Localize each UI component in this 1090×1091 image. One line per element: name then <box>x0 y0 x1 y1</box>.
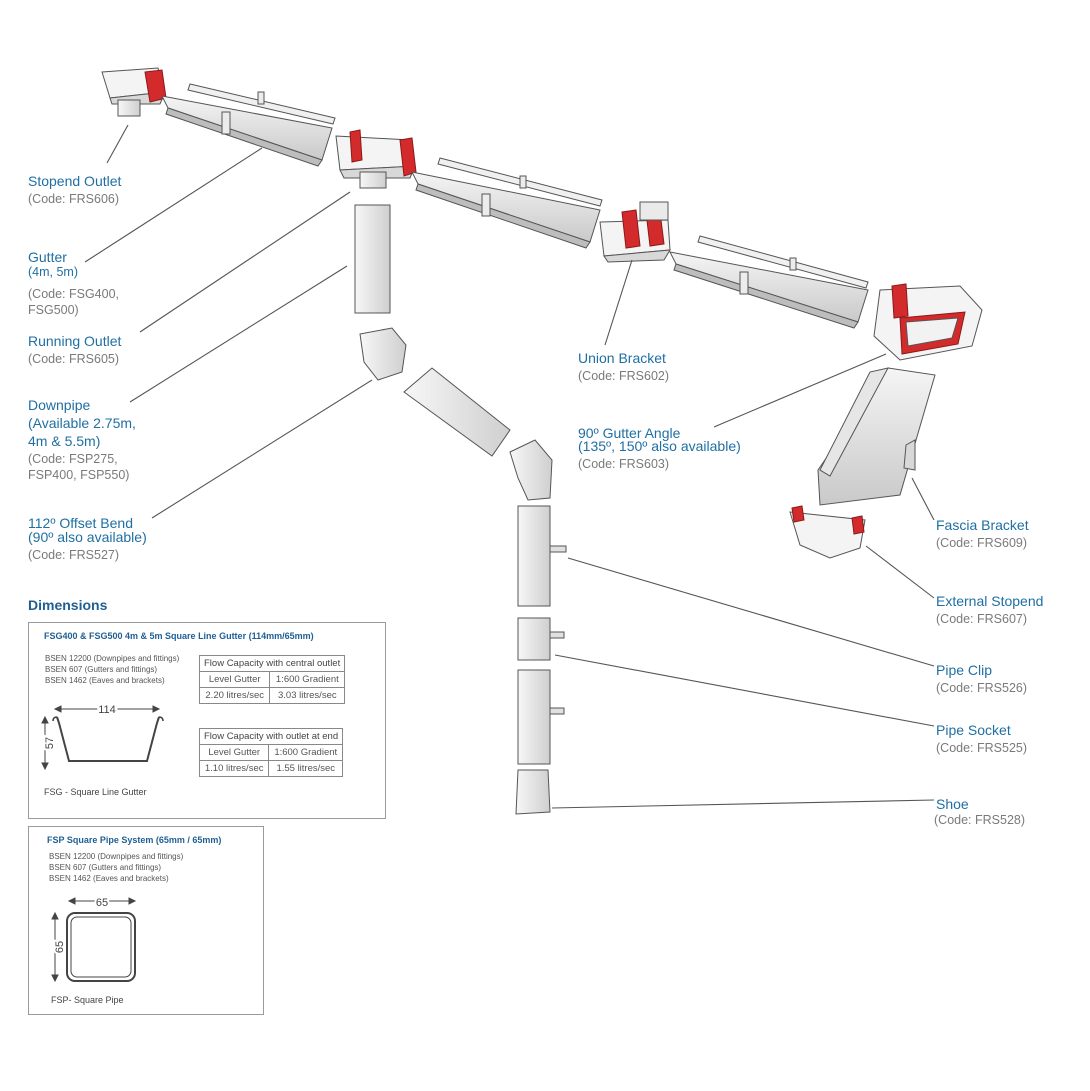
label-stopend-outlet: Stopend Outlet (Code: FRS606) <box>28 174 121 207</box>
pipe-standard-2: BSEN 607 (Gutters and fittings) <box>49 863 162 872</box>
label-external-stopend: External Stopend (Code: FRS607) <box>936 594 1043 627</box>
flow-table-central-col-1: Level Gutter <box>198 671 271 688</box>
external-stopend-part <box>789 505 866 559</box>
flow-table-central-val-1: 2.20 litres/sec <box>198 687 271 704</box>
pipe-clip-name: Pipe Clip <box>936 662 993 678</box>
gutter-angle-code: (Code: FRS603) <box>578 457 670 471</box>
downpipe-offset-part <box>403 367 553 501</box>
pipe-box-title: FSP Square Pipe System (65mm / 65mm) <box>47 835 222 845</box>
downpipe-sub-2: 4m & 5.5m) <box>28 433 101 449</box>
running-outlet-name: Running Outlet <box>28 333 122 349</box>
gutter-profile-drawing: 114 57 <box>41 702 164 771</box>
flow-table-central-val-2: 3.03 litres/sec <box>269 687 346 704</box>
pipe-profile-drawing: 65 65 <box>51 895 137 983</box>
pipe-standard-3: BSEN 1462 (Eaves and brackets) <box>49 874 169 883</box>
union-bracket-part <box>599 201 671 263</box>
gutter-standard-3: BSEN 1462 (Eaves and brackets) <box>45 676 165 685</box>
dimensions-heading: Dimensions <box>28 597 108 613</box>
shoe-code: (Code: FRS528) <box>934 813 1026 827</box>
label-fascia-bracket: Fascia Bracket (Code: FRS609) <box>936 518 1029 551</box>
flow-table-central-title: Flow Capacity with central outlet <box>198 655 346 672</box>
gutter-height-value: 57 <box>44 737 56 749</box>
shoe-name: Shoe <box>936 796 969 812</box>
flow-table-central-col-2: 1:600 Gradient <box>269 671 346 688</box>
pipe-socket-name: Pipe Socket <box>936 722 1011 738</box>
downpipe-lower-part <box>515 505 567 815</box>
flow-table-end-val-2: 1.55 litres/sec <box>268 760 344 777</box>
gutter-dimension-box: FSG400 & FSG500 4m & 5m Square Line Gutt… <box>28 622 386 819</box>
label-pipe-socket: Pipe Socket (Code: FRS525) <box>936 723 1027 756</box>
fascia-bracket-code: (Code: FRS609) <box>936 536 1028 550</box>
downpipe-code-2: FSP400, FSP550) <box>28 468 130 482</box>
offset-bend-sub: (90º also available) <box>28 529 147 545</box>
pipe-socket-code: (Code: FRS525) <box>936 741 1028 755</box>
flow-table-end-title: Flow Capacity with outlet at end <box>198 728 344 745</box>
gutter-code-1: (Code: FSG400, <box>28 287 120 301</box>
label-offset-bend: 112º Offset Bend (90º also available) (C… <box>28 516 147 563</box>
fascia-bracket-name: Fascia Bracket <box>936 517 1029 533</box>
union-bracket-code: (Code: FRS602) <box>578 369 670 383</box>
pipe-clip-code: (Code: FRS526) <box>936 681 1028 695</box>
gutter-box-caption: FSG - Square Line Gutter <box>44 787 147 797</box>
gutter-sub: (4m, 5m) <box>28 265 78 279</box>
gutter-name: Gutter <box>28 249 67 265</box>
external-stopend-code: (Code: FRS607) <box>936 612 1028 626</box>
gutter-section-1 <box>161 83 336 167</box>
downpipe-sub-1: (Available 2.75m, <box>28 415 136 431</box>
gutter-angle-sub: (135º, 150º also available) <box>578 438 741 454</box>
flow-table-end: Flow Capacity with outlet at end Level G… <box>198 728 344 777</box>
gutter-angle-part <box>873 283 983 361</box>
downpipe-upper-part <box>354 204 407 381</box>
label-running-outlet: Running Outlet (Code: FRS605) <box>28 334 121 367</box>
flow-table-end-col-1: Level Gutter <box>198 744 270 761</box>
pipe-dimension-box: FSP Square Pipe System (65mm / 65mm) BSE… <box>28 826 264 1015</box>
label-pipe-clip: Pipe Clip (Code: FRS526) <box>936 663 1027 696</box>
gutter-section-2 <box>411 157 603 249</box>
label-union-bracket: Union Bracket (Code: FRS602) <box>578 351 669 384</box>
union-bracket-name: Union Bracket <box>578 350 666 366</box>
stopend-outlet-part <box>101 67 167 117</box>
stopend-outlet-name: Stopend Outlet <box>28 173 122 189</box>
gutter-standard-1: BSEN 12200 (Downpipes and fittings) <box>45 654 180 663</box>
pipe-box-caption: FSP- Square Pipe <box>51 995 124 1005</box>
label-gutter-angle: 90º Gutter Angle (135º, 150º also availa… <box>578 426 741 472</box>
running-outlet-part <box>335 129 417 189</box>
gutter-standard-2: BSEN 607 (Gutters and fittings) <box>45 665 158 674</box>
offset-bend-name: 112º Offset Bend <box>28 515 133 531</box>
label-downpipe: Downpipe (Available 2.75m, 4m & 5.5m) (C… <box>28 398 136 483</box>
pipe-height-value: 65 <box>54 941 66 953</box>
pipe-width-value: 65 <box>96 897 108 909</box>
downpipe-name: Downpipe <box>28 397 91 413</box>
gutter-box-standards: BSEN 12200 (Downpipes and fittings) BSEN… <box>45 653 179 686</box>
external-stopend-name: External Stopend <box>936 593 1044 609</box>
label-gutter: Gutter (4m, 5m) (Code: FSG400, FSG500) <box>28 250 119 318</box>
leader-lines <box>84 124 935 809</box>
running-outlet-code: (Code: FRS605) <box>28 352 120 366</box>
flow-table-end-col-2: 1:600 Gradient <box>268 744 344 761</box>
gutter-box-title: FSG400 & FSG500 4m & 5m Square Line Gutt… <box>44 631 314 641</box>
stopend-outlet-code: (Code: FRS606) <box>28 192 120 206</box>
offset-bend-code: (Code: FRS527) <box>28 548 120 562</box>
gutter-code-2: FSG500) <box>28 303 79 317</box>
flow-table-central: Flow Capacity with central outlet Level … <box>198 655 346 704</box>
label-shoe: Shoe (Code: FRS528) <box>934 797 1025 828</box>
gutter-width-value: 114 <box>98 704 116 716</box>
downpipe-code-1: (Code: FSP275, <box>28 452 118 466</box>
gutter-angle-name: 90º Gutter Angle <box>578 425 681 441</box>
pipe-box-standards: BSEN 12200 (Downpipes and fittings) BSEN… <box>49 851 183 884</box>
fascia-bracket-part <box>817 367 936 506</box>
gutter-section-3 <box>669 235 869 329</box>
flow-table-end-val-1: 1.10 litres/sec <box>198 760 270 777</box>
pipe-standard-1: BSEN 12200 (Downpipes and fittings) <box>49 852 184 861</box>
